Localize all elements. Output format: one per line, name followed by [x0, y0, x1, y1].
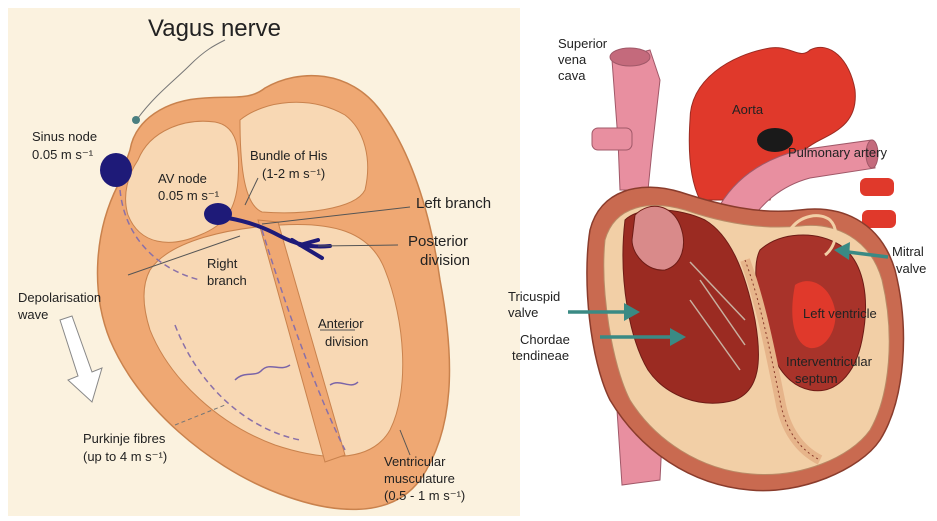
superior-vena-cava-label: Superior vena cava	[558, 36, 611, 83]
pulmonary-vein-right-1	[860, 178, 894, 196]
superior-vena-cava	[612, 50, 660, 190]
chordae-tendineae-label: Chordae tendineae	[512, 332, 574, 363]
left-ventricle-label: Left ventricle	[803, 306, 877, 321]
vena-cava-opening	[610, 48, 650, 66]
av-node	[204, 203, 232, 225]
sinus-node	[100, 153, 132, 187]
tricuspid-valve-label: Tricuspid valve	[508, 289, 564, 320]
vagus-nerve-title: Vagus nerve	[148, 15, 281, 42]
left-panel: Vagus nerve Sinus node 0.05 m s⁻¹ AV nod…	[8, 8, 520, 516]
mitral-valve-label: Mitral valve	[892, 244, 927, 276]
left-branch-label: Left branch	[416, 195, 491, 212]
vagus-nerve-ending	[132, 116, 140, 124]
right-panel: Superior vena cava Aorta Pulmonary arter…	[508, 36, 927, 491]
pulmonary-artery-label: Pulmonary artery	[788, 145, 887, 160]
aorta-label: Aorta	[732, 102, 764, 117]
pulmonary-vein-left	[592, 128, 632, 150]
